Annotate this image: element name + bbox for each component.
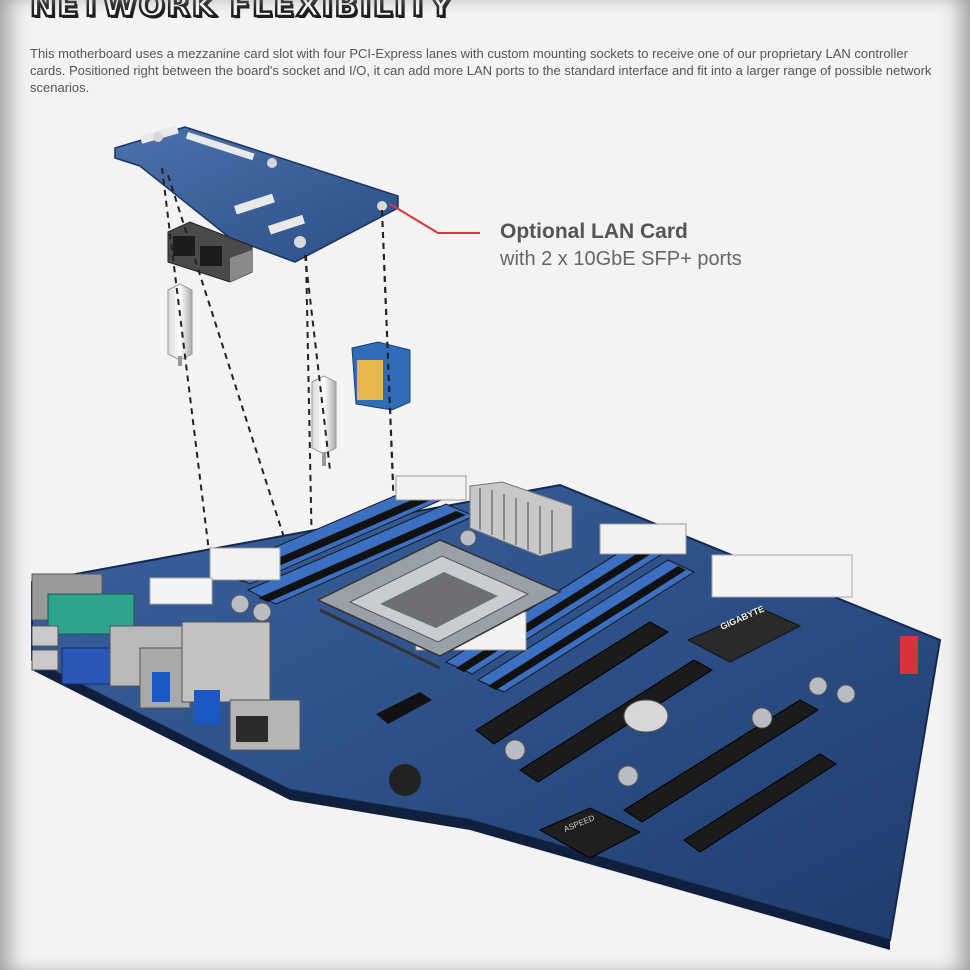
- intro-paragraph: This motherboard uses a mezzanine card s…: [30, 46, 932, 95]
- buzzer: [389, 764, 421, 796]
- usb3-port: [152, 672, 170, 702]
- capacitors: [230, 529, 856, 787]
- power-connectors: [149, 554, 853, 605]
- optional-lan-card: [114, 125, 399, 283]
- mezzanine-slot: [376, 692, 432, 724]
- sata-port: [900, 636, 918, 674]
- rear-io-panel: [31, 573, 301, 751]
- cpu-socket: [316, 539, 562, 670]
- callout-leader-line: [389, 203, 480, 234]
- usb-port: [31, 625, 59, 647]
- chipset-heatsink: [469, 481, 573, 557]
- motherboard: GIGABYTE ASPEED: [31, 475, 942, 950]
- lan-port-stack: [181, 621, 271, 703]
- pcie-slots: [475, 621, 837, 853]
- dimm-slots-right: [415, 523, 696, 693]
- callout-subtitle: with 2 x 10GbE SFP+ ports: [500, 248, 742, 270]
- callout-title: Optional LAN Card: [500, 220, 688, 243]
- vga-port: [61, 647, 111, 685]
- dimm-slots-left: [209, 475, 476, 605]
- page-heading: NETWORK FLEXIBILITY: [29, 0, 454, 25]
- m2-adapter: [351, 341, 411, 411]
- mounting-hole-icon: [153, 132, 163, 142]
- cmos-battery: [623, 699, 669, 733]
- bmc-chip: ASPEED: [538, 807, 642, 859]
- standoff-left: [167, 283, 193, 366]
- standoff-right: [311, 375, 337, 466]
